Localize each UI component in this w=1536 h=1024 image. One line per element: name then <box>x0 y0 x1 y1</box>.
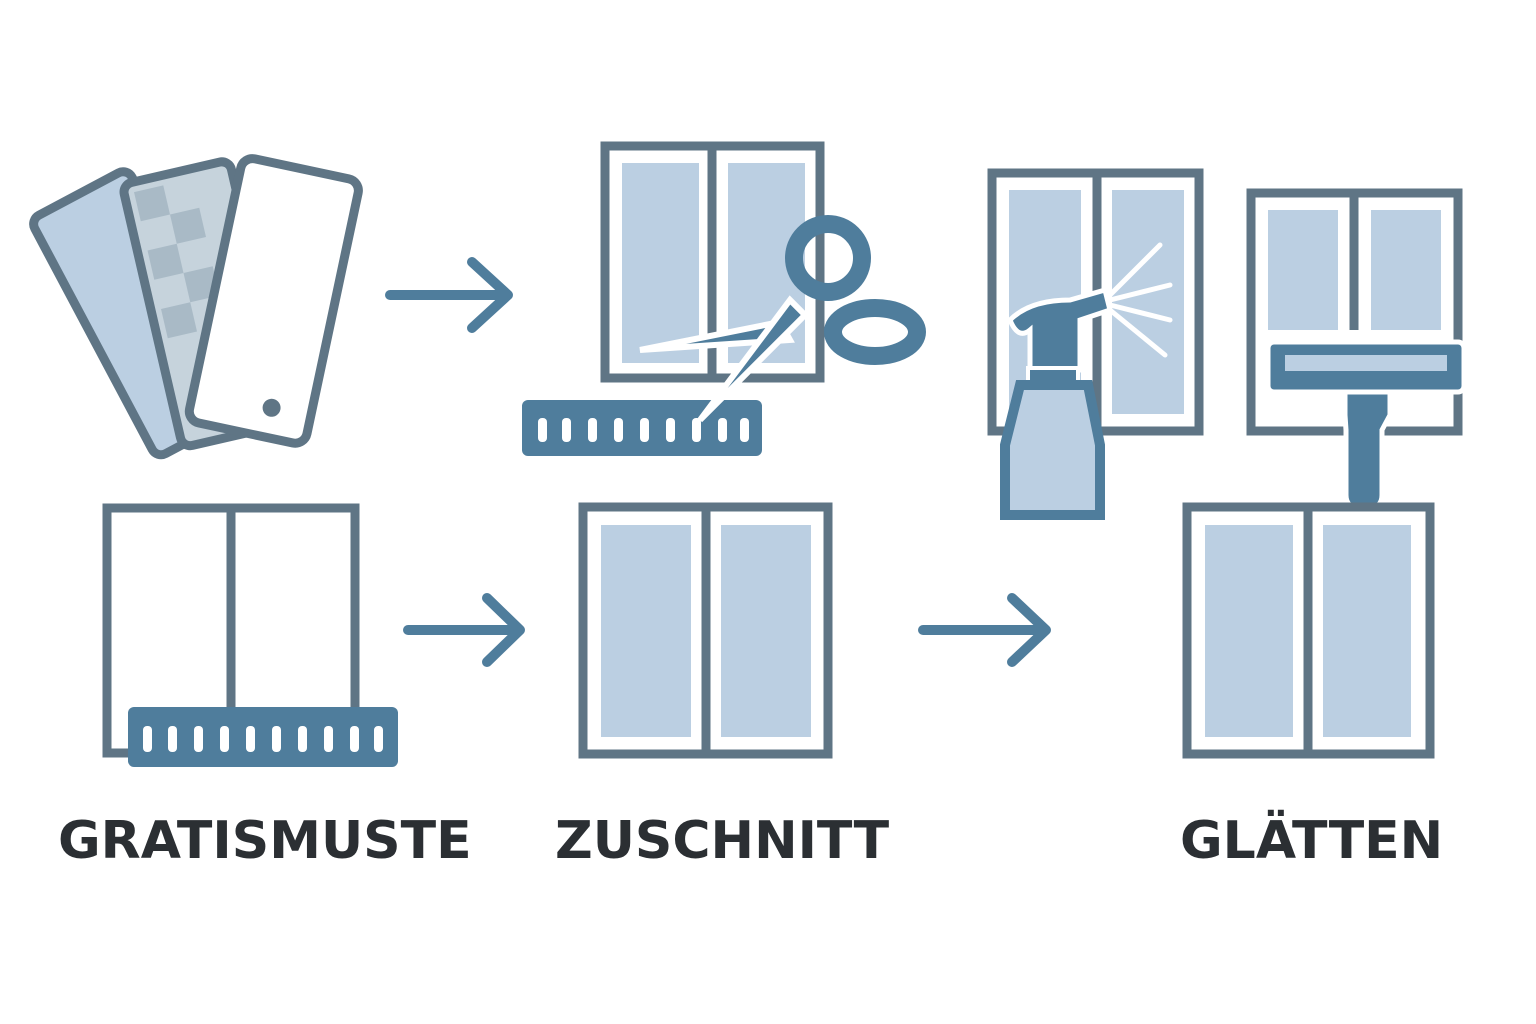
arrow-icon <box>385 257 513 333</box>
step-label-smoothing: GLÄTTEN <box>1180 810 1443 871</box>
arrow-icon <box>403 593 525 667</box>
sample-swatches-icon <box>29 154 363 460</box>
ruler-icon <box>128 707 398 767</box>
ruler-icon <box>522 400 762 456</box>
smoothed-window-icon <box>1182 502 1435 759</box>
spray-bottle-icon <box>1000 286 1113 520</box>
step-label-samples: GRATISMUSTE <box>58 811 472 871</box>
arrow-icon <box>918 593 1051 667</box>
squeegee-icon <box>1265 339 1467 511</box>
step-label-cutting: ZUSCHNITT <box>555 811 890 871</box>
filmed-window-icon <box>578 502 833 759</box>
scissors-icon <box>639 215 926 423</box>
